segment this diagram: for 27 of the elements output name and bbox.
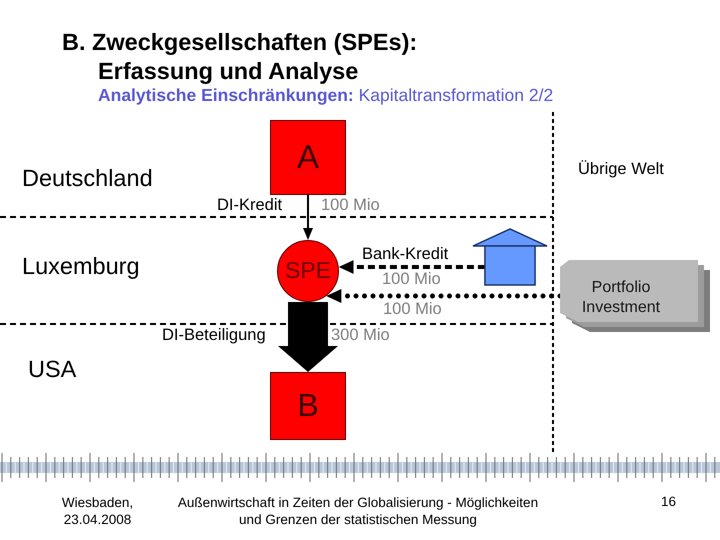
amount-label: 100 Mio [382, 270, 441, 289]
node-label: Portfolio Investment [580, 278, 662, 318]
page-number: 16 [661, 494, 676, 510]
arrow [303, 195, 313, 240]
footer-title: Außenwirtschaft in Zeiten der Globalisierung - Möglichkeiten und Grenzen der statistischen Messung [176, 494, 540, 528]
region-label: USA [28, 356, 76, 384]
slide-title: B. Zweckgesellschaften (SPEs): Erfassung und Analyse [62, 28, 418, 86]
region-label: Deutschland [22, 165, 153, 192]
node-label: B [297, 388, 319, 424]
region-label: Übrige Welt [578, 160, 664, 179]
slide-subtitle: Analytische Einschränkungen: Kapitaltransformation 2/2 [98, 85, 554, 106]
entity-box [270, 372, 346, 440]
entity-box [270, 120, 346, 195]
thick-arrow [278, 302, 338, 372]
node-label: A [296, 139, 319, 176]
edge-label: Bank-Kredit [362, 245, 448, 264]
dotted-arrow [338, 260, 485, 274]
amount-label: 100 Mio [321, 196, 380, 215]
region-label: Luxemburg [22, 253, 140, 280]
footer-place-date: Wiesbaden, 23.04.2008 [60, 494, 134, 528]
dotted-arrow [326, 289, 562, 303]
edge-label: 100 Mio [383, 300, 442, 319]
edge-label: DI-Kredit [217, 196, 282, 215]
amount-label: 300 Mio [331, 326, 390, 345]
edge-label: DI-Beteiligung [162, 326, 266, 345]
node-label: SPE [284, 258, 332, 284]
house-shape [472, 228, 548, 286]
